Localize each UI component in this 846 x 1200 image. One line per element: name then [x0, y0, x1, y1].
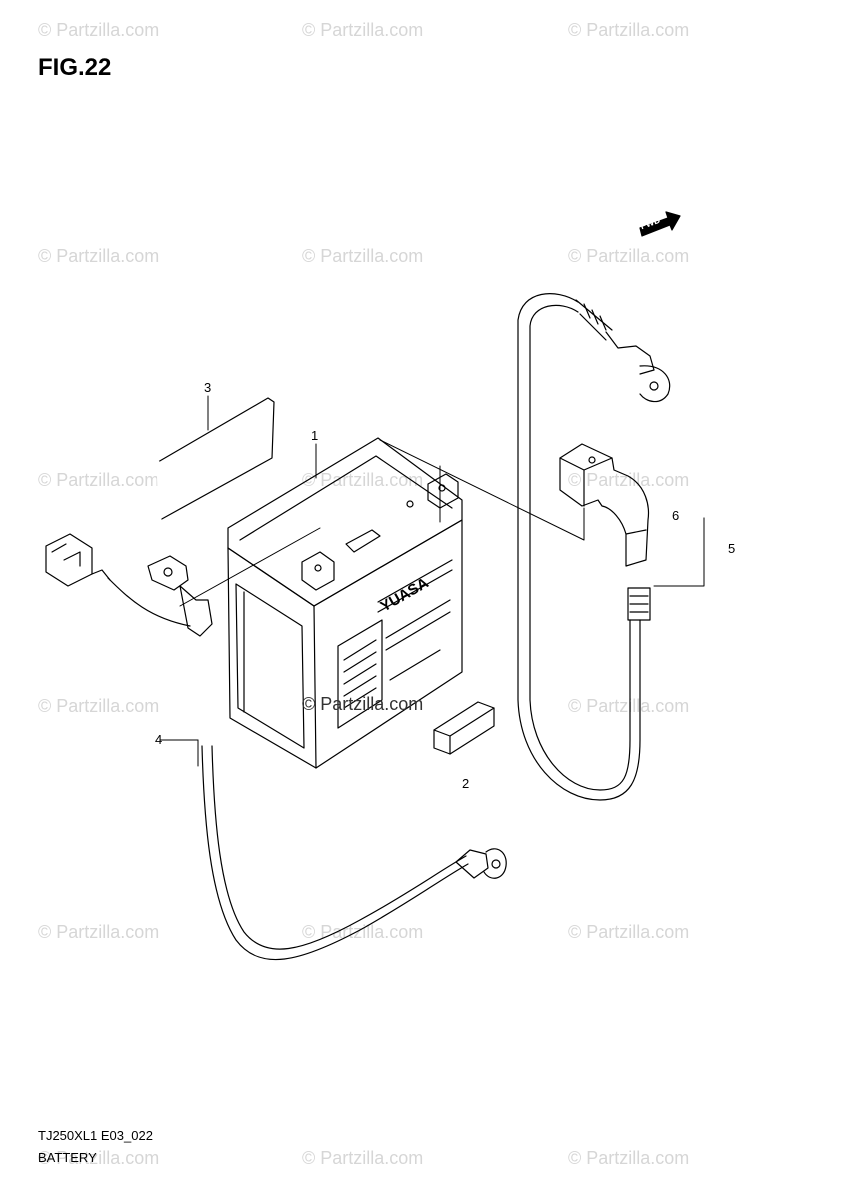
leader-lines: [159, 395, 705, 767]
watermark: © Partzilla.com: [568, 246, 690, 266]
watermark: © Partzilla.com: [568, 1148, 690, 1168]
watermark: © Partzilla.com: [568, 696, 690, 716]
callout-3: 3: [204, 380, 212, 395]
watermark: © Partzilla.com: [38, 20, 160, 40]
battery-brand-logo: YUASA: [378, 574, 432, 615]
watermark: © Partzilla.com: [302, 246, 424, 266]
battery-pad: [433, 701, 495, 755]
negative-cable: [45, 533, 507, 961]
watermark: © Partzilla.com: [568, 20, 690, 40]
terminal-cover: [559, 443, 650, 567]
watermark: © Partzilla.com: [302, 922, 424, 942]
callout-1: 1: [311, 428, 319, 443]
figure-title: FIG.22: [38, 54, 112, 81]
battery-body: [227, 437, 463, 769]
figure-name: BATTERY: [38, 1150, 97, 1165]
fwd-arrow-icon: [639, 211, 681, 237]
watermark: © Partzilla.com: [38, 1148, 160, 1168]
watermark: © Partzilla.com: [38, 246, 160, 266]
figure-code: TJ250XL1 E03_022: [38, 1128, 153, 1143]
watermark: © Partzilla.com: [568, 470, 690, 490]
callout-4: 4: [155, 732, 163, 747]
watermark: © Partzilla.com: [38, 922, 160, 942]
label-sheet: [156, 397, 275, 522]
watermark: © Partzilla.com: [568, 922, 690, 942]
callout-2: 2: [462, 776, 470, 791]
watermark: © Partzilla.com: [302, 1148, 424, 1168]
watermark: © Partzilla.com: [302, 694, 424, 714]
watermark: © Partzilla.com: [38, 470, 160, 490]
callout-5: 5: [728, 541, 736, 556]
watermark: © Partzilla.com: [302, 470, 424, 490]
watermark: © Partzilla.com: [38, 696, 160, 716]
callout-6: 6: [672, 508, 680, 523]
watermark: © Partzilla.com: [302, 20, 424, 40]
positive-cable: [517, 293, 671, 801]
